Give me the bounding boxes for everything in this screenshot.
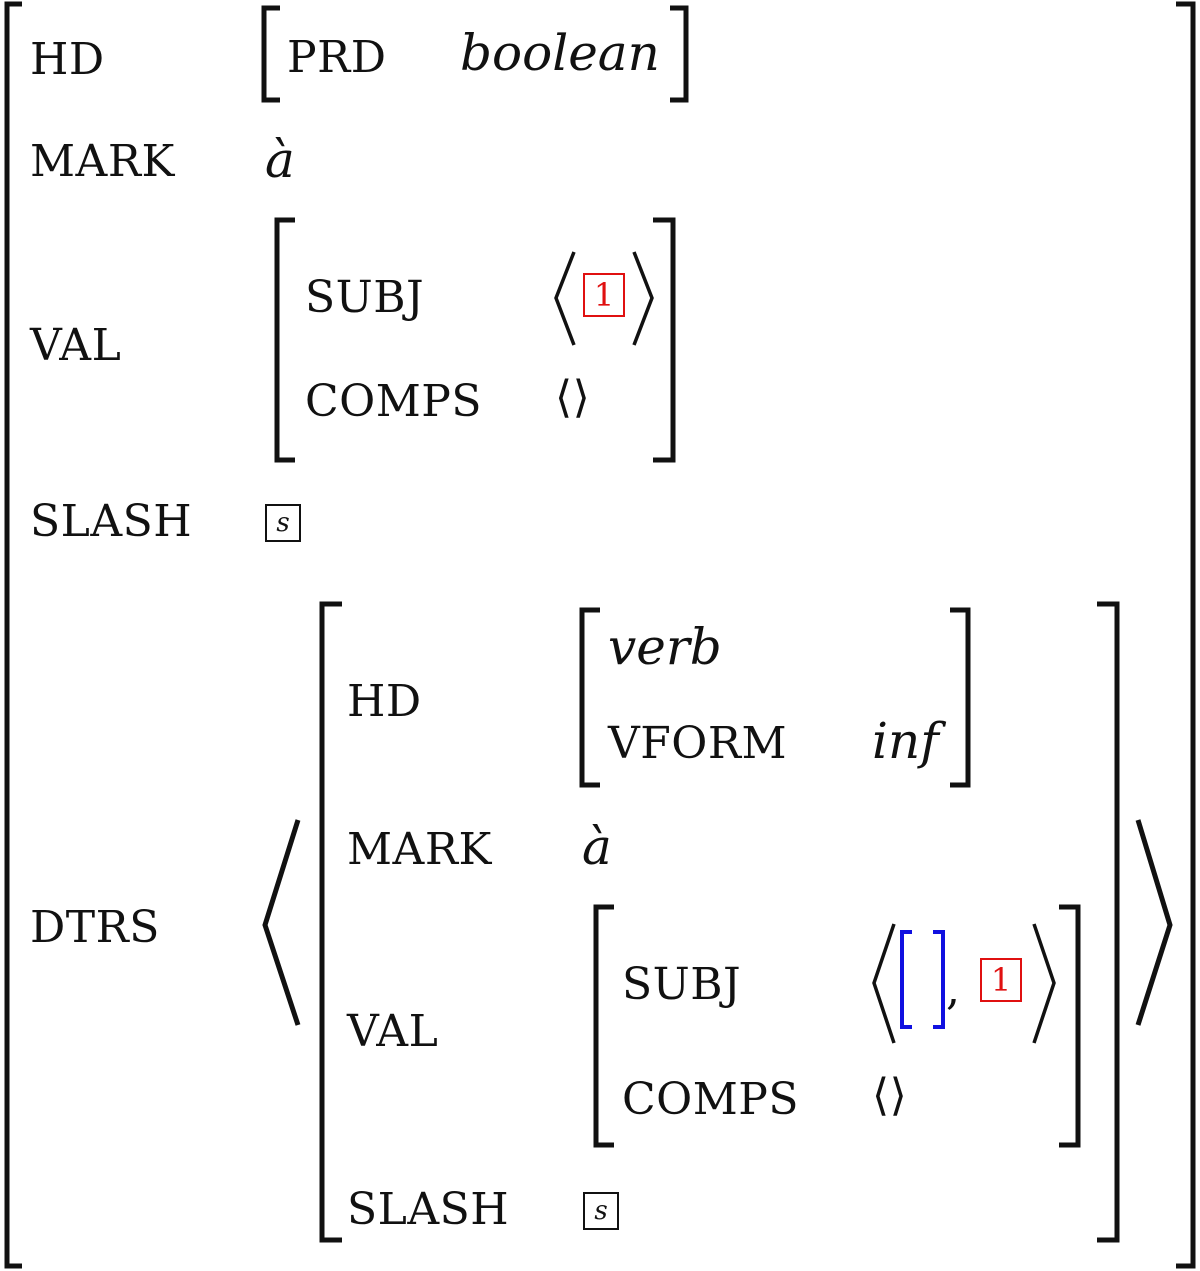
mark-value: à	[265, 131, 295, 189]
dtrs-avm-left-bracket	[319, 601, 342, 1243]
subj-tag: 1	[583, 273, 625, 317]
subj-left-angle	[554, 251, 576, 346]
subj-label: SUBJ	[305, 272, 425, 323]
outer-left-bracket	[4, 1, 22, 1269]
hd-right-bracket	[670, 5, 689, 103]
vform-label: VFORM	[608, 718, 788, 769]
val-label: VAL	[30, 320, 122, 371]
prd-value: boolean	[460, 24, 660, 82]
outer-right-bracket	[1176, 1, 1196, 1269]
empty-avm-left-bracket	[900, 930, 912, 1029]
dtrs-hd-type: verb	[608, 618, 722, 676]
val-right-bracket	[653, 217, 676, 463]
inner-val-right-bracket	[1059, 904, 1081, 1148]
dtrs-slash-tag: s	[583, 1192, 619, 1230]
subj-right-angle	[632, 251, 654, 346]
mark-label: MARK	[30, 136, 175, 187]
vform-value: inf	[872, 712, 939, 770]
slash-label: SLASH	[30, 496, 193, 547]
dtrs-subj-comma: ,	[946, 964, 961, 1015]
comps-value: ⟨⟩	[555, 372, 591, 423]
dtrs-comps-label: COMPS	[622, 1074, 800, 1125]
inner-val-left-bracket	[593, 904, 614, 1148]
dtrs-label: DTRS	[30, 902, 160, 953]
inner-subj-right-angle	[1032, 923, 1056, 1044]
dtrs-mark-value: à	[582, 818, 612, 876]
dtrs-comps-value: ⟨⟩	[872, 1070, 908, 1121]
empty-avm-right-bracket	[933, 930, 945, 1029]
dtrs-mark-label: MARK	[347, 824, 492, 875]
hd-label: HD	[30, 34, 105, 85]
dtrs-left-angle	[262, 819, 301, 1026]
dtrs-subj-label: SUBJ	[622, 959, 742, 1010]
inner-subj-left-angle	[872, 923, 896, 1044]
dtrs-val-label: VAL	[347, 1006, 439, 1057]
dtrs-avm-right-bracket	[1097, 601, 1120, 1243]
dtrs-hd-label: HD	[347, 676, 422, 727]
dtrs-subj-tag: 1	[980, 958, 1022, 1002]
inner-hd-right-bracket	[950, 607, 971, 788]
hd-left-bracket	[261, 5, 280, 103]
inner-hd-left-bracket	[579, 607, 600, 788]
slash-tag: s	[265, 504, 301, 542]
comps-label: COMPS	[305, 376, 483, 427]
dtrs-slash-label: SLASH	[347, 1184, 510, 1235]
dtrs-right-angle	[1135, 819, 1173, 1026]
val-left-bracket	[274, 217, 295, 463]
prd-label: PRD	[287, 32, 387, 83]
